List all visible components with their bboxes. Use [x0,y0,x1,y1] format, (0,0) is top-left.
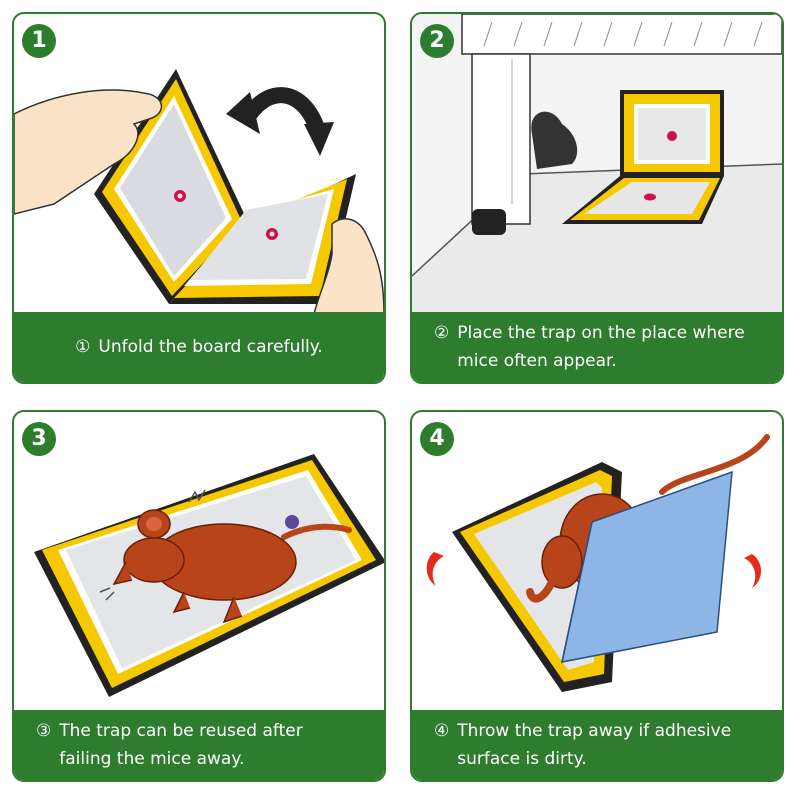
curved-arrow-icon [226,87,334,156]
right-hand-icon [313,218,384,314]
bait-icon [285,515,299,529]
left-hand-icon [14,89,163,215]
trap-box-base [562,176,724,224]
cabinet [461,14,782,235]
shake-mark-icon [426,552,761,588]
step-caption-text: Place the trap on the place where mice o… [457,323,745,371]
step-caption-text: The trap can be reused after failing the… [59,721,303,769]
step-3-panel: 3 ③ The trap can be reused after failing… [12,410,386,782]
step-caption: ① Unfold the board carefully. [14,312,384,382]
shake-mark-icon [99,489,206,601]
trap-board-left [94,69,249,304]
step-caption: ④ Throw the trap away if adhesive surfac… [412,710,782,780]
step-caption-text: Throw the trap away if adhesive surface … [457,721,732,769]
step-4-panel: 4 ④ Throw the trap away if adhesive surf… [410,410,784,782]
mouse-icon [112,509,352,624]
step-number-badge: 3 [22,422,56,456]
step-number-badge: 1 [22,24,56,58]
step-caption-number: ④ [434,721,450,741]
trap-box-upright [620,90,724,176]
bait-icon [644,193,656,201]
step-caption-text: Unfold the board carefully. [98,337,323,357]
step-number-badge: 2 [420,24,454,58]
step-number-badge: 4 [420,422,454,456]
throw-away-illustration [426,434,770,692]
trapped-mouse-illustration [34,454,384,697]
step-caption-number: ③ [36,721,52,741]
step-2-panel: 2 ② Place the trap on the place where mi… [410,12,784,384]
unfold-board-illustration [14,69,384,314]
place-trap-illustration [412,14,782,314]
step-caption: ③ The trap can be reused after failing t… [14,710,384,780]
step-1-panel: 1 ① Unfold the board carefully. [12,12,386,384]
trap-board-right [169,174,356,304]
bait-icon [667,131,677,141]
step-caption: ② Place the trap on the place where mice… [412,312,782,382]
step-caption-number: ② [434,323,450,343]
step-caption-number: ① [75,337,91,357]
mouse-shadow-icon [531,111,578,169]
